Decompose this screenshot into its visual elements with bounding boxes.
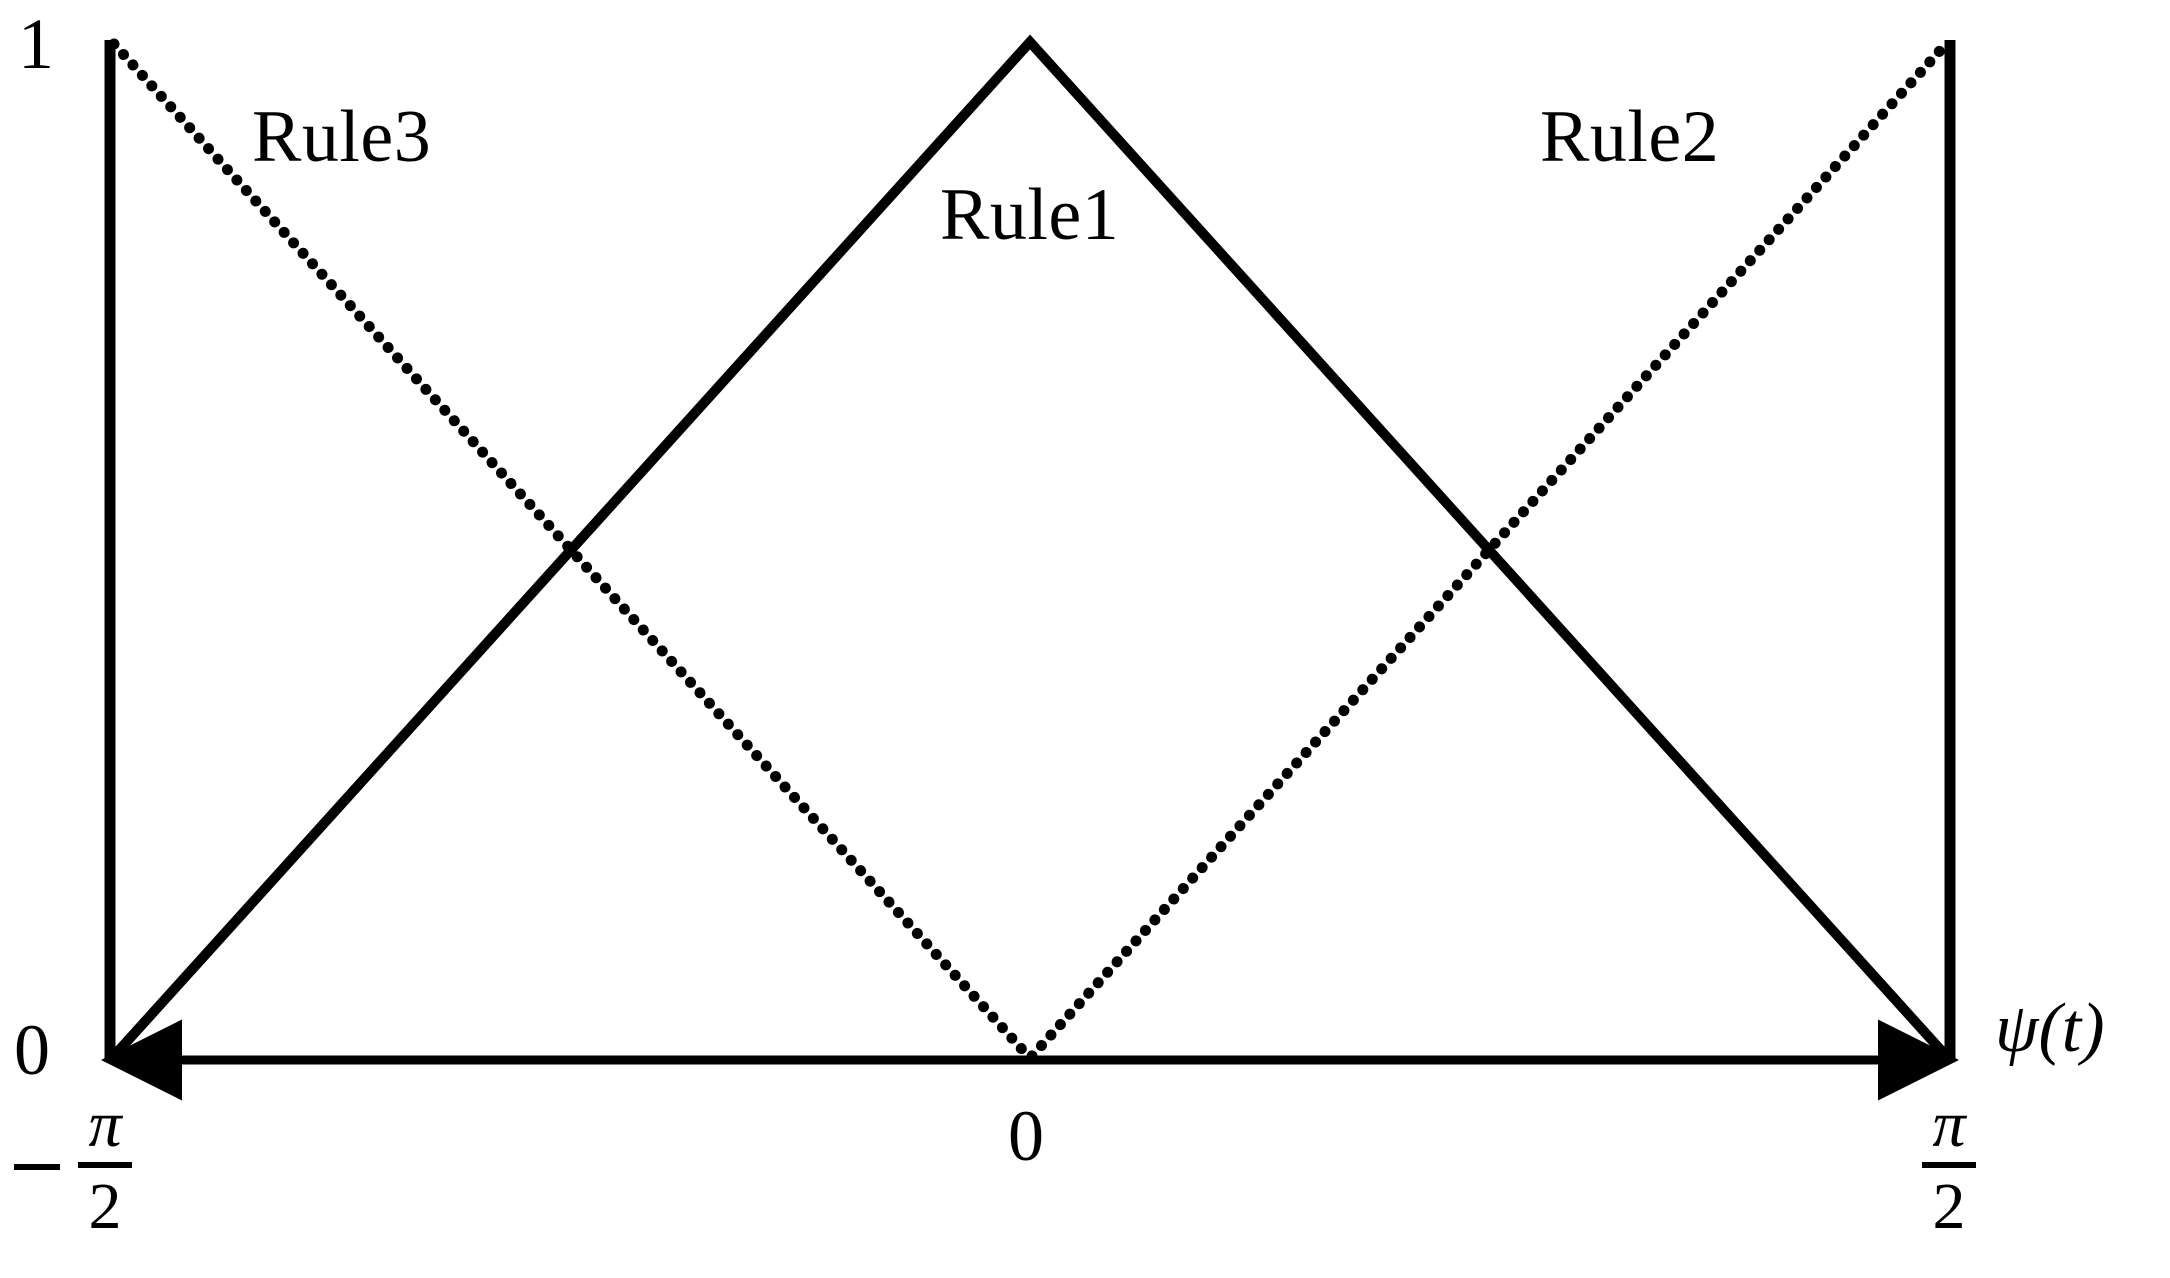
fraction-numerator-pi-left: π [88,1088,122,1161]
series-rule1-solid-line [108,34,1952,1062]
series-annotation-rule2: Rule2 [1540,96,1720,178]
fraction-denominator-2-right: 2 [1932,1170,1966,1243]
series-annotation-rule3: Rule3 [252,96,432,178]
y-axis-tick-label-1: 1 [18,4,54,84]
fraction-bar-right [1922,1162,1976,1168]
fraction-numerator-pi-right: π [1932,1088,1966,1161]
x-axis-tick-label-neg-pi-over-2: π 2 [78,1092,132,1240]
y-axis-tick-label-0: 0 [14,1010,50,1090]
fraction-denominator-2-left: 2 [88,1170,122,1243]
series-rule3-dotted-line [108,38,1034,1062]
x-axis-tick-minus-sign [14,1164,60,1170]
series-rule2-dotted-line [1026,38,1952,1062]
x-axis-tick-label-0: 0 [1008,1096,1044,1176]
x-axis-title: ψ(t) [1995,990,2105,1067]
x-axis-tick-label-pi-over-2: π 2 [1922,1092,1976,1240]
fraction-bar-left [78,1162,132,1168]
series-annotation-rule1: Rule1 [940,174,1120,256]
